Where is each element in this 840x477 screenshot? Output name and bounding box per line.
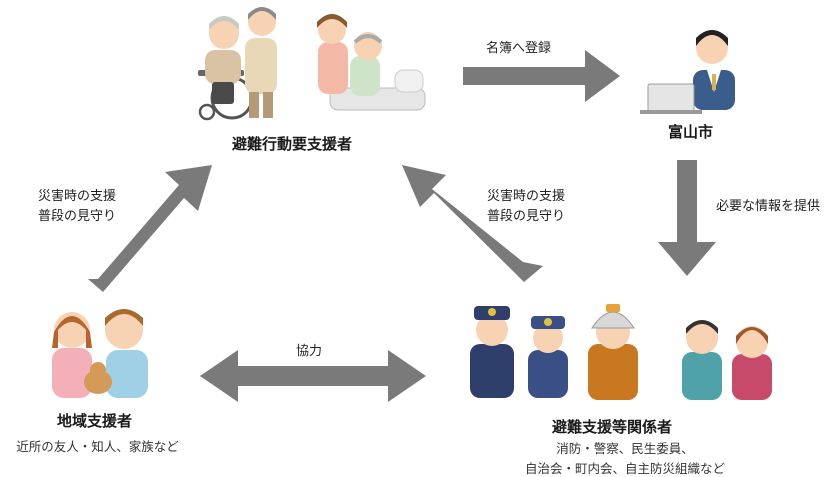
citizen-woman-icon	[736, 326, 768, 358]
city-illustration	[640, 30, 735, 114]
orgs-node-subtitle-line2: 自治会・町内会、自主防災組織など	[524, 461, 725, 476]
orgs-illustration	[470, 304, 772, 400]
arrows	[88, 50, 716, 402]
top-illustration	[198, 7, 426, 121]
elderly-woman-icon	[209, 19, 239, 49]
police-officer-2-icon	[533, 323, 563, 353]
police-officer-icon	[476, 314, 508, 346]
dog-icon	[84, 370, 112, 394]
right-support-label-line1: 災害時の支援	[487, 189, 566, 204]
provide-label: 必要な情報を提供	[716, 199, 821, 214]
laptop-icon	[647, 83, 695, 113]
right-support-label-line2: 普段の見守り	[487, 209, 566, 224]
arrow-cooperate	[200, 350, 426, 402]
left-support-label-line2: 普段の見守り	[38, 209, 117, 224]
orgs-node-subtitle-line1: 消防・警察、民生委員、	[556, 441, 694, 456]
caregiver-icon	[248, 8, 276, 36]
orgs-node-title: 避難支援等関係者	[552, 418, 673, 436]
cooperate-label: 協力	[296, 344, 323, 359]
arrow-provide	[658, 160, 716, 276]
local-node-subtitle: 近所の友人・知人、家族など	[16, 439, 179, 454]
local-node-title: 地域支援者	[57, 412, 133, 430]
arrow-register	[463, 50, 620, 102]
man-icon	[105, 311, 143, 349]
city-node-title: 富山市	[668, 123, 714, 141]
nurse-icon	[318, 16, 346, 44]
top-node-title: 避難行動要支援者	[232, 135, 353, 153]
left-support-label-line1: 災害時の支援	[38, 189, 117, 204]
citizen-man-icon	[686, 322, 718, 354]
arrow-orgs-to-top	[402, 165, 543, 282]
local-illustration	[52, 309, 148, 398]
arrow-local-to-top	[88, 165, 212, 292]
register-label: 名簿へ登録	[486, 41, 552, 56]
city-official-icon	[696, 32, 728, 64]
